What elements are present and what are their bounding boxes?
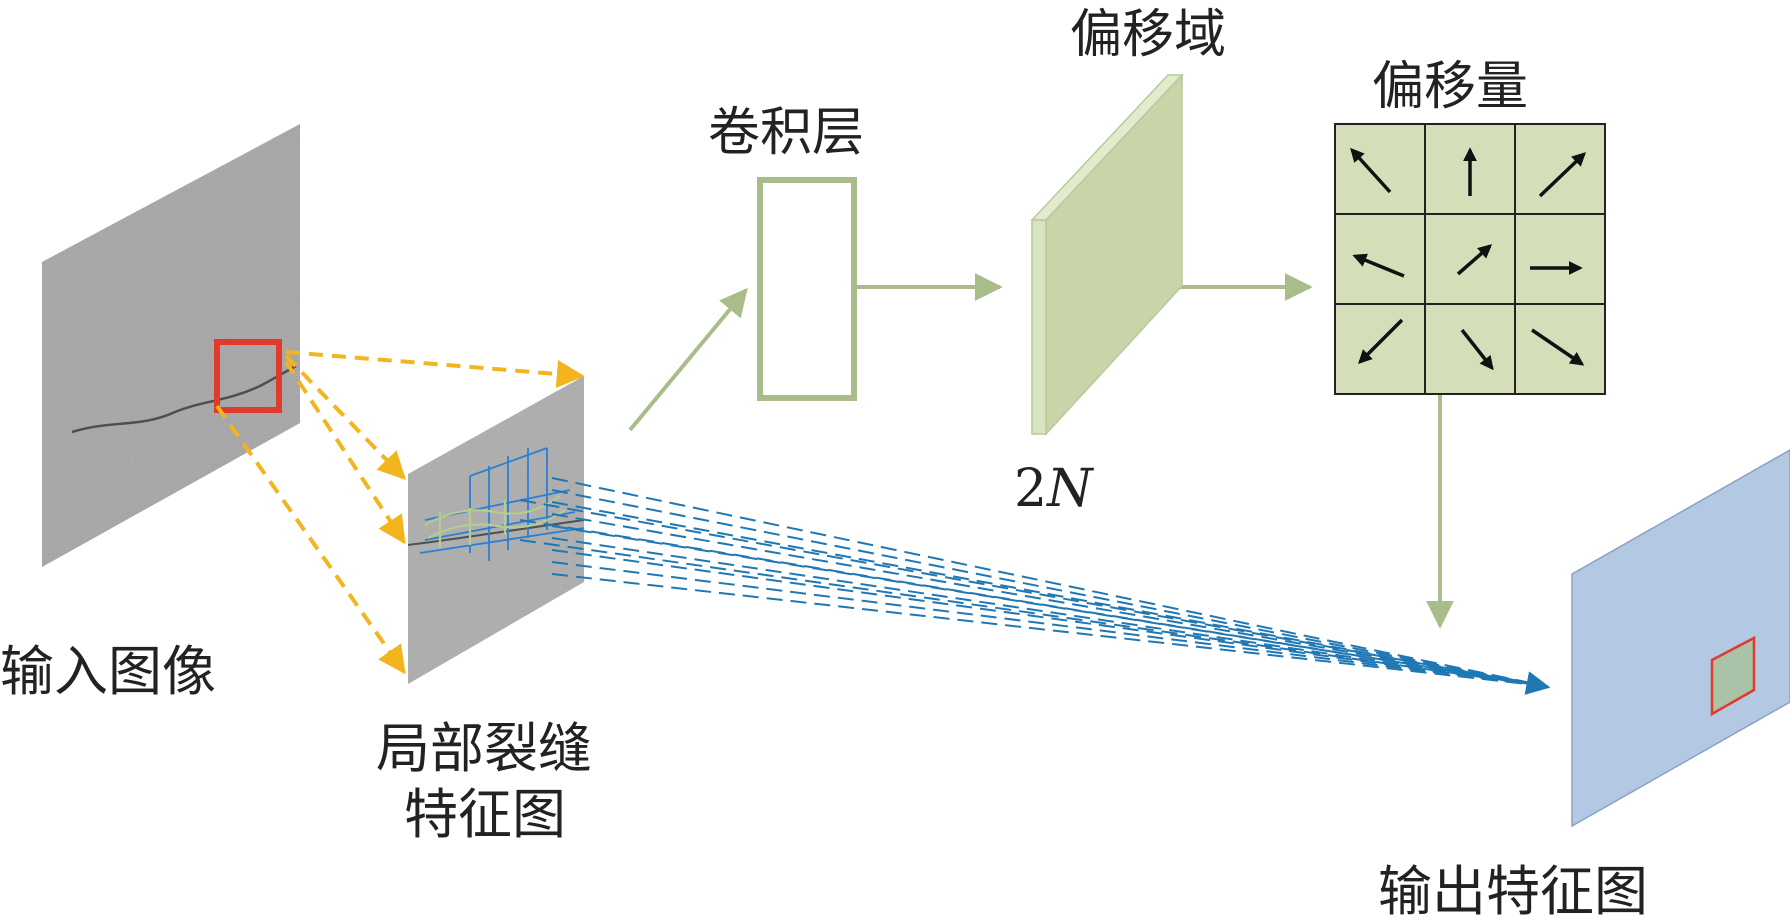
local-crack-label-line2: 特征图	[404, 783, 566, 846]
flow-arrows	[628, 273, 1454, 629]
offset-sampling-grid	[424, 495, 566, 548]
offset-arrow-down-right-icon	[1460, 328, 1494, 371]
offset-arrow-up-right-icon	[1538, 152, 1587, 198]
offset-arrow-up-left-icon	[1350, 147, 1392, 194]
conv-layer-box	[757, 177, 857, 401]
arrow-to-conv	[628, 287, 748, 432]
input-image-plane	[42, 124, 300, 567]
conv-layer-label: 卷积层	[708, 103, 864, 163]
offset-grid	[1334, 123, 1606, 395]
crack-highlight-box	[214, 339, 282, 413]
offset-field-slab	[1030, 73, 1184, 436]
input-image-label: 输入图像	[0, 640, 216, 703]
output-feature-map-label: 输出特征图	[1378, 860, 1648, 922]
local-crack-feature-map-plane	[407, 376, 585, 684]
offset-arrow-up-right-small-icon	[1456, 244, 1493, 276]
offset-channels-variable: N	[1045, 459, 1094, 519]
offset-arrow-left-icon	[1352, 253, 1405, 278]
local-crack-label-line1: 局部裂缝	[376, 717, 592, 780]
crack-line	[71, 364, 297, 434]
output-feature-map-plane	[1571, 449, 1790, 828]
offset-arrow-down-left-icon	[1358, 318, 1404, 364]
projection-arrow-head	[1499, 671, 1551, 695]
offsets-label: 偏移量	[1372, 57, 1528, 117]
output-highlight-cell	[1710, 635, 1756, 717]
offset-channels-number: 2	[1014, 459, 1047, 519]
offset-arrow-down-right-2-icon	[1531, 328, 1585, 366]
blue-projection-lines	[519, 477, 1546, 687]
yellow-projection-arrows	[215, 350, 585, 675]
offset-field-label: 偏移域	[1070, 5, 1226, 65]
offset-channels-label: 2N	[1014, 459, 1094, 519]
